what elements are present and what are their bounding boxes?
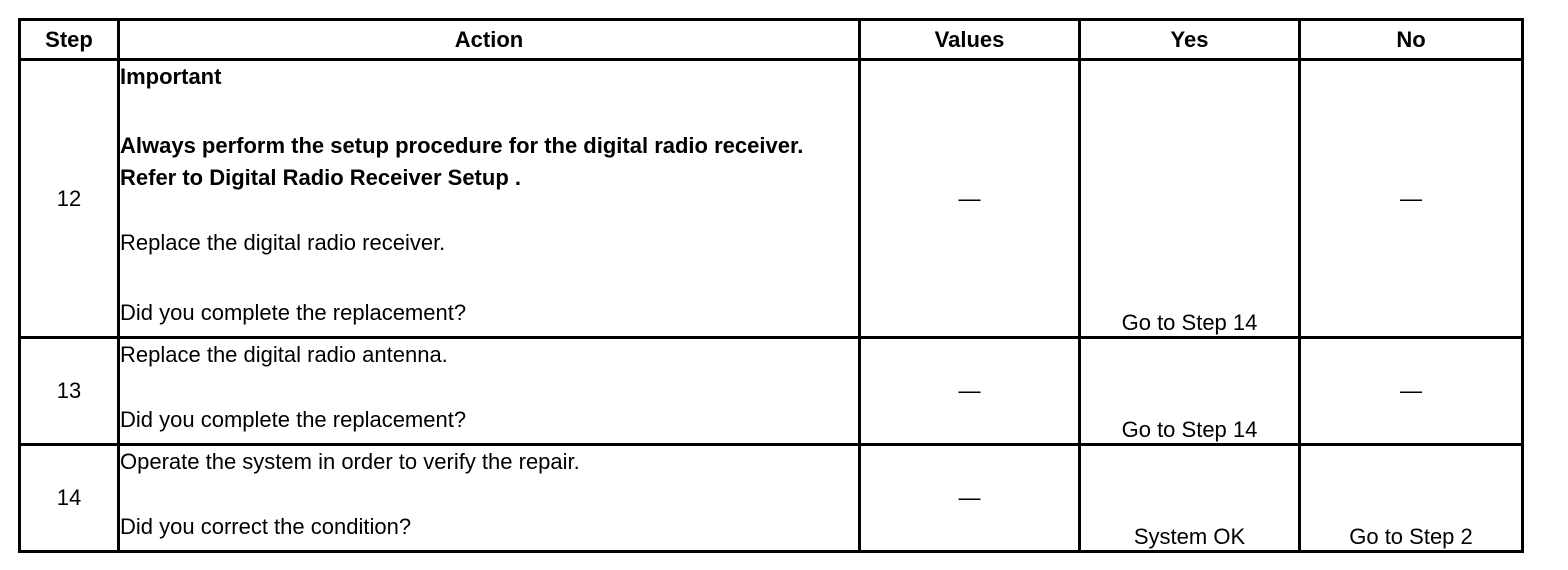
action-question: Did you complete the replacement? [120,300,467,325]
table-row: 14 Operate the system in order to verify… [18,443,1524,553]
header-row: Step Action Values Yes No [18,18,1524,61]
action-cell: Operate the system in order to verify th… [117,443,861,553]
table-row: 13 Replace the digital radio antenna. Di… [18,336,1524,447]
action-question: Did you correct the condition? [120,514,412,540]
yes-cell: Go to Step 14 [1078,57,1301,340]
no-cell: — [1298,336,1524,447]
values-cell: — [858,336,1081,447]
action-instruction: Replace the digital radio receiver. [120,230,446,255]
values-cell: — [858,57,1081,340]
diagnostic-table: Step Action Values Yes No 12 Important A… [18,18,1524,553]
action-instruction: Replace the digital radio antenna. [120,342,448,368]
header-values: Values [858,18,1081,61]
table-row: 12 Important Always perform the setup pr… [18,57,1524,340]
no-cell: — [1298,57,1524,340]
header-step: Step [18,18,120,61]
header-no: No [1298,18,1524,61]
action-cell: Important Always perform the setup proce… [117,57,861,340]
action-question: Did you complete the replacement? [120,407,467,433]
no-cell: Go to Step 2 [1298,443,1524,553]
step-number: 12 [18,57,120,340]
yes-cell: System OK [1078,443,1301,553]
important-label: Important [120,64,222,89]
step-number: 13 [18,336,120,447]
yes-cell: Go to Step 14 [1078,336,1301,447]
important-note: Always perform the setup procedure for t… [120,133,804,190]
action-instruction: Operate the system in order to verify th… [120,449,580,475]
step-number: 14 [18,443,120,553]
header-action: Action [117,18,861,61]
header-yes: Yes [1078,18,1301,61]
action-cell: Replace the digital radio antenna. Did y… [117,336,861,447]
values-cell: — [858,443,1081,553]
